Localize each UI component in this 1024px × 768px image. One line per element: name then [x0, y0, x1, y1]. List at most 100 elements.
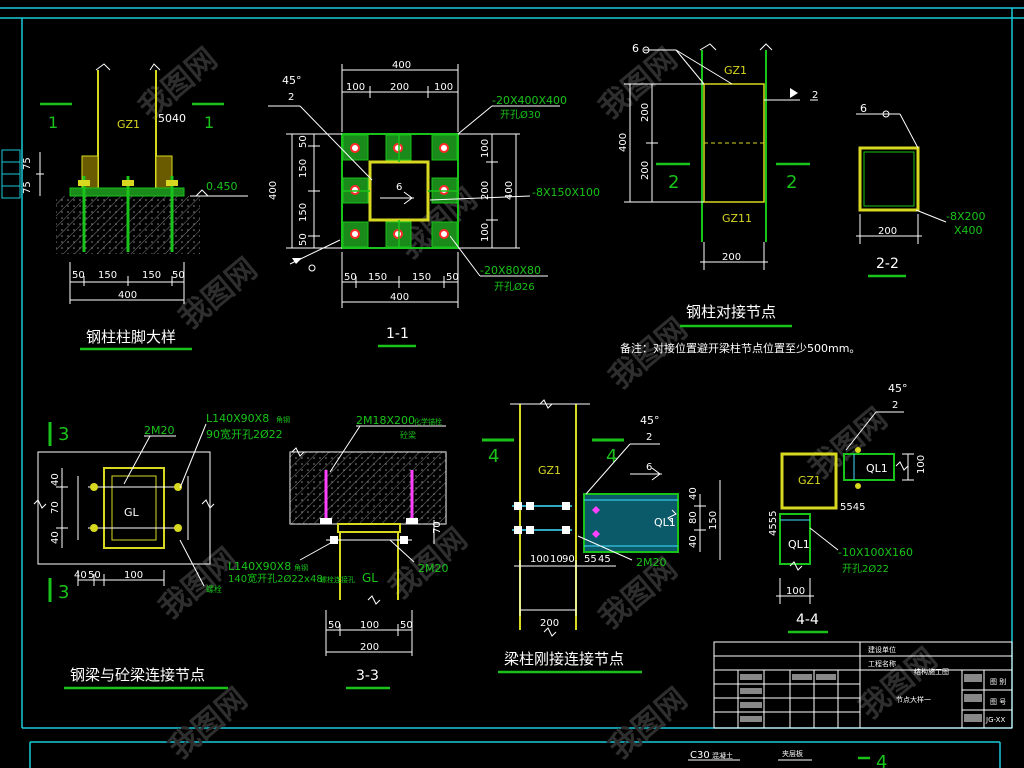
- weld-angle: 45°: [282, 74, 302, 87]
- beam-label: GL: [124, 506, 140, 519]
- bottom-dim: 150: [142, 270, 161, 281]
- right-dim: 70: [432, 521, 443, 534]
- angle-holes: 140宽开孔2Ø22x48: [228, 572, 323, 585]
- left-dim: 150: [298, 159, 309, 178]
- hole2-note: 开孔Ø26: [494, 281, 535, 293]
- bottom-dim: 150: [412, 272, 431, 283]
- bottom-dim: 150: [98, 270, 117, 281]
- plate-note2: X400: [954, 224, 983, 237]
- bolt-note: 2M20: [636, 556, 667, 569]
- top-dim: 100: [434, 82, 453, 93]
- upper-label: GZ1: [724, 64, 747, 77]
- left-dim: 40: [50, 531, 61, 544]
- detail-title: 钢梁与砼梁连接节点: [70, 666, 205, 684]
- angle-suffix: 角钢: [294, 563, 308, 572]
- left-total: 400: [618, 133, 629, 152]
- beam-label: QL1: [654, 516, 676, 529]
- bottom-dim: 150: [368, 272, 387, 283]
- weld-6: 6: [860, 102, 867, 115]
- section-title: 4-4: [796, 612, 819, 628]
- bottom-dim: 100: [786, 586, 805, 597]
- bottom-dim: 50: [88, 570, 101, 581]
- right-dim: 100: [480, 223, 491, 242]
- detail-title: 钢柱对接节点: [686, 303, 776, 321]
- section-title: 1-1: [386, 326, 409, 342]
- bottom-dim: 50: [400, 620, 413, 631]
- concrete-grade: C30: [690, 750, 710, 761]
- total-dim: 400: [118, 290, 137, 301]
- section-mark: 4: [606, 446, 617, 467]
- beam-bottom: QL1: [788, 538, 810, 551]
- left-total: 400: [268, 181, 279, 200]
- bottom-dim: 55: [584, 554, 597, 565]
- bottom-dim: 50: [328, 620, 341, 631]
- sheet-frame: [0, 7, 1024, 768]
- left-dim: 50: [298, 233, 309, 246]
- bottom-dim: 50: [344, 272, 357, 283]
- angle-note: L140X90X8: [228, 560, 291, 573]
- right-dim: 100: [916, 455, 927, 474]
- bottom-dim: 200: [722, 252, 741, 263]
- right-label: 图 别: [990, 677, 1006, 686]
- bottom-dim: 45: [598, 554, 611, 565]
- section-mark: 3: [58, 424, 69, 445]
- right-label: JG-XX: [985, 716, 1005, 724]
- left-dim: 50: [298, 135, 309, 148]
- top-dim: 100: [346, 82, 365, 93]
- rigid-connection: 4 4 GZ1 QL1 2M20: [482, 399, 721, 674]
- right-dim: 100: [480, 139, 491, 158]
- concrete-note: 砼梁: [400, 430, 416, 440]
- splice-detail: GZ1 GZ11 200 400 200 200 6 2: [618, 42, 860, 355]
- section-mark: 2: [786, 172, 797, 193]
- top-dim: 200: [390, 82, 409, 93]
- bottom-dim: 100: [360, 620, 379, 631]
- bottom-total: 200: [540, 618, 559, 629]
- bolt-note: 2M20: [144, 424, 175, 437]
- bottom-dim: 40: [74, 570, 87, 581]
- elevation: 0.450: [206, 180, 238, 193]
- bolt-note: 2M20: [418, 562, 449, 575]
- drawing-name: 节点大样一: [896, 695, 931, 704]
- left-dim: 40: [50, 473, 61, 486]
- bottom-dim: 200: [878, 226, 897, 237]
- weld-angle: 45°: [888, 382, 908, 395]
- anchor-suffix: 化学锚栓: [414, 417, 442, 426]
- project-sub: 工程名称: [868, 659, 896, 668]
- left-dim: 70: [50, 501, 61, 514]
- bottom-total: 200: [360, 642, 379, 653]
- top-total: 400: [392, 60, 411, 71]
- section-mark: 4: [488, 446, 499, 467]
- left-dim: 200: [640, 103, 651, 122]
- section-2-2: 6 -8X200 X400 200 2-2: [856, 102, 986, 278]
- section-mark: 2: [668, 172, 679, 193]
- bottom-total: 400: [390, 292, 409, 303]
- lower-sheet: C30 混凝土 夹层板 4: [688, 749, 887, 768]
- section-mark: 1: [204, 113, 214, 132]
- sheet-title: 结构施工图: [914, 667, 949, 676]
- base-detail: GZ1 5040 1 1 75 75: [22, 63, 248, 351]
- concrete-suffix: 混凝土: [712, 751, 733, 760]
- title-block-text: 建设单位 工程名称 结构施工图 节点大样一 图 别 图 号 JG-XX: [740, 645, 1006, 724]
- right-total: 400: [504, 181, 515, 200]
- bottom-dim: 50: [446, 272, 459, 283]
- right-dim: 80: [688, 511, 699, 524]
- bottom-dim: 50: [172, 270, 185, 281]
- title-block: [713, 641, 1013, 729]
- mid-dims: 5545: [840, 502, 865, 513]
- bottom-dim: 90: [562, 554, 575, 565]
- hole-note: 开孔Ø30: [500, 109, 541, 121]
- beam-top: QL1: [866, 462, 888, 475]
- section-title: 2-2: [876, 256, 899, 272]
- anchor-note: 2M18X200: [356, 414, 415, 427]
- detail-title: 梁柱刚接连接节点: [504, 650, 624, 668]
- bottom-dim: 100: [124, 570, 143, 581]
- weld-size: 2: [646, 432, 652, 443]
- right-label: 图 号: [990, 698, 1006, 706]
- side-note: 螺栓: [206, 584, 222, 594]
- right-total: 150: [708, 511, 719, 530]
- weld-2: 2: [812, 90, 818, 101]
- left-dim: 75: [22, 157, 33, 170]
- weld-6: 6: [632, 42, 639, 55]
- bottom-dim: 50: [72, 270, 85, 281]
